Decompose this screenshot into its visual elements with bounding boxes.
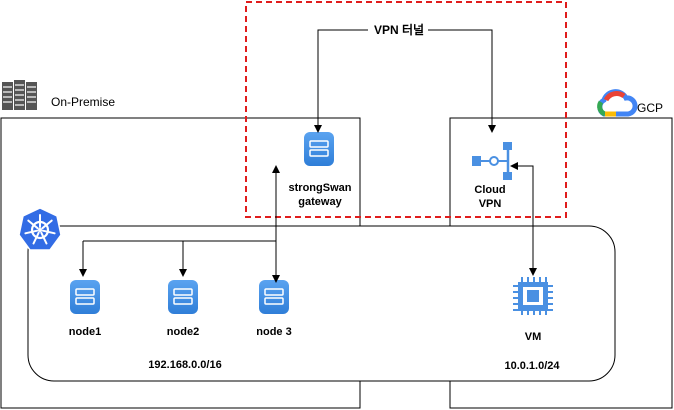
- node2-server-icon: [168, 280, 198, 314]
- on-premise-subnet-label: 192.168.0.0/16: [148, 359, 222, 371]
- strongswan-label-line2: gateway: [298, 196, 342, 208]
- kubernetes-icon: [18, 207, 62, 251]
- gcp-label: GCP: [637, 101, 664, 115]
- node1-label: node1: [68, 326, 102, 338]
- vpn-label-bg: [370, 22, 428, 38]
- vpn-tunnel-to-cloudvpn-arrow: [428, 29, 496, 133]
- cloudvpn-to-vm-arrow: [510, 162, 537, 276]
- strongswan-server-icon: [304, 132, 334, 166]
- google-cloud-icon: [597, 89, 638, 117]
- vpn-tunnel-to-strongswan-arrow: [314, 29, 368, 133]
- vm-label: VM: [524, 331, 542, 343]
- gcp-subnet-label: 10.0.1.0/24: [504, 360, 560, 372]
- cloud-vpn-label-line1: Cloud: [474, 184, 506, 196]
- cluster-network-region: [27, 225, 616, 382]
- cloud-vpn-icon: [472, 142, 512, 180]
- node3-label: node 3: [256, 326, 292, 338]
- vpn-tunnel-label: VPN 터널: [373, 23, 425, 37]
- strongswan-label-line1: strongSwan: [288, 182, 352, 194]
- node1-server-icon: [70, 280, 100, 314]
- vpn-tunnel-box: [245, 1, 567, 218]
- node2-label: node2: [166, 326, 200, 338]
- on-premise-label: On-Premise: [51, 95, 116, 109]
- compute-chip-icon: [513, 277, 553, 315]
- node3-server-icon: [259, 280, 289, 314]
- cloud-vpn-label-line2: VPN: [478, 198, 502, 210]
- server-rack-icon: [2, 80, 37, 110]
